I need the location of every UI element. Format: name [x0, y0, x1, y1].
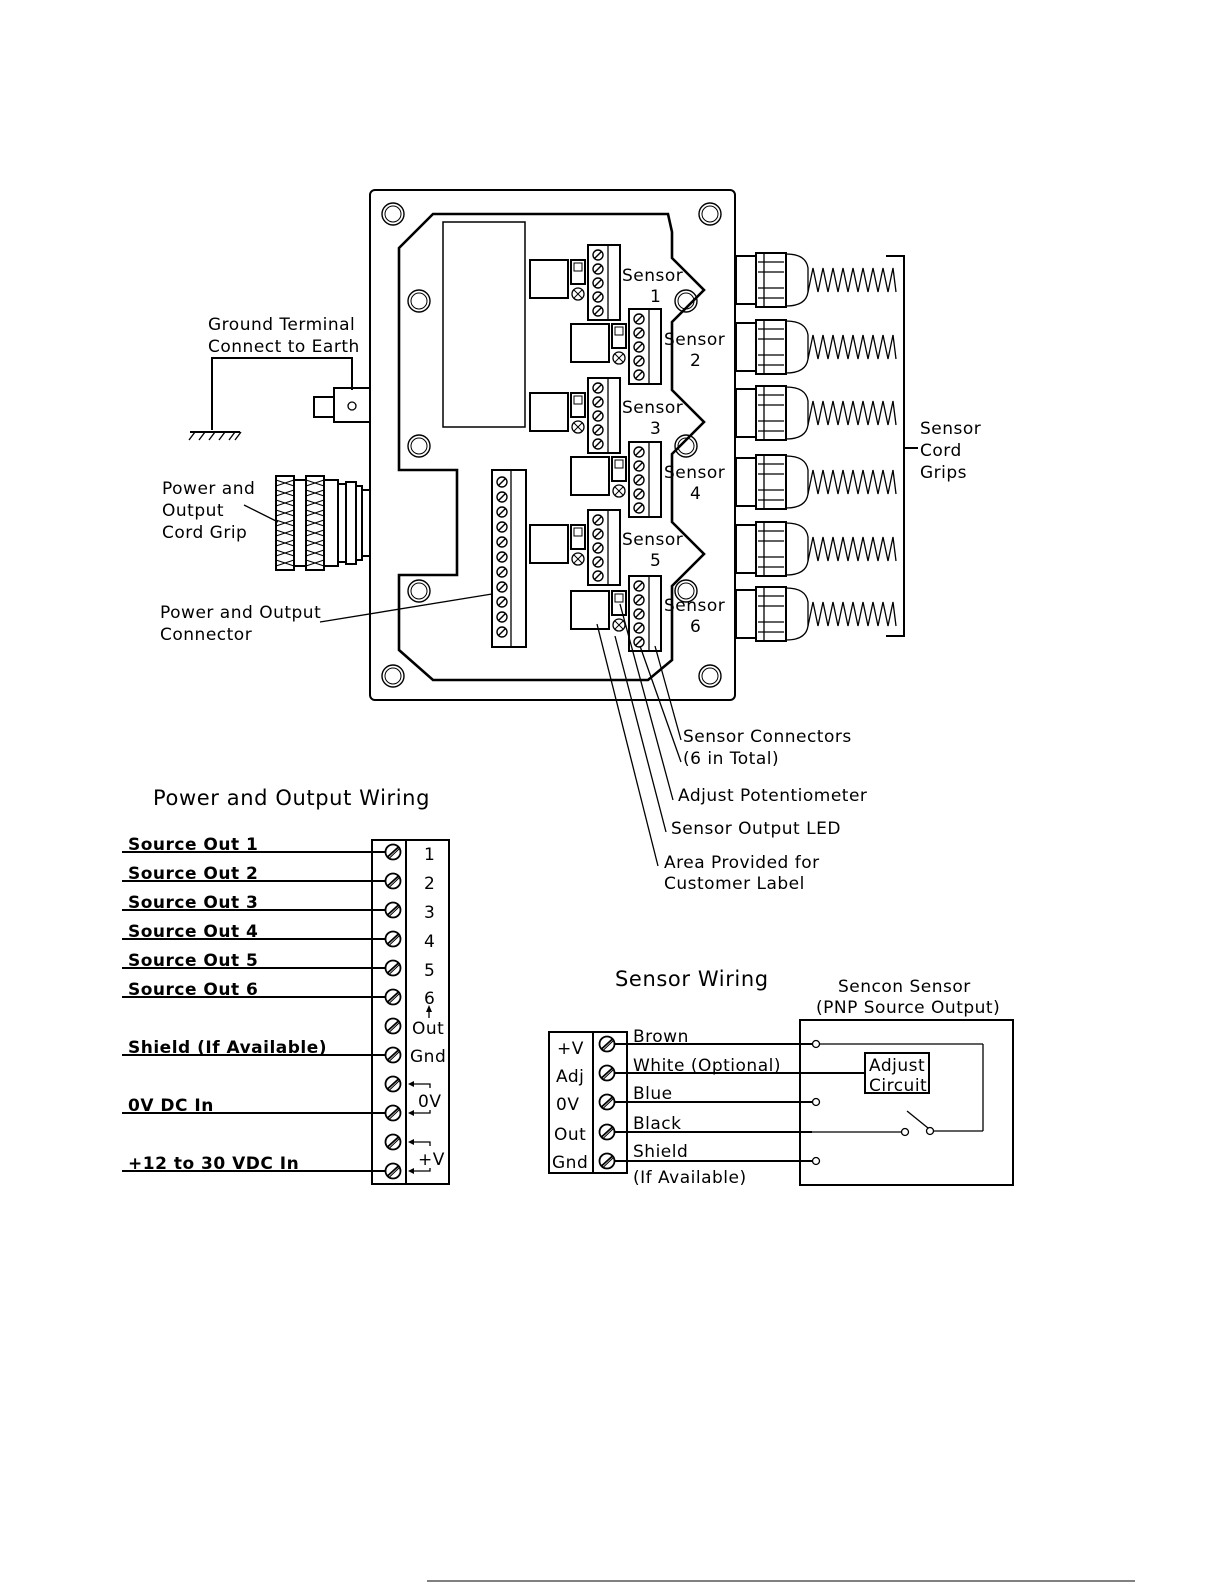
sensor-num-4: 4: [690, 484, 701, 504]
sensor-title-2: (PNP Source Output): [816, 998, 1000, 1018]
wire-white: White (Optional): [633, 1056, 781, 1076]
mount-hole-icon: [698, 664, 722, 688]
terminal-gnd: Gnd: [410, 1047, 446, 1067]
sensor-label-4: Sensor: [664, 463, 725, 483]
cord-grips-label-3: Grips: [920, 463, 967, 483]
sensor-label-1: Sensor: [622, 266, 683, 286]
sensor-terminal-0v: 0V: [556, 1095, 579, 1115]
terminal-2: 2: [424, 874, 435, 894]
wire-black: Black: [633, 1114, 682, 1134]
sensor-num-5: 5: [650, 551, 661, 571]
terminal-1: 1: [424, 845, 435, 865]
sensor-label-6: Sensor: [664, 596, 725, 616]
power-grip-label-1: Power and: [162, 479, 255, 499]
wire-0v-dc-in: 0V DC In: [128, 1096, 214, 1116]
callout-pot: Adjust Potentiometer: [678, 786, 867, 806]
wire-source-out-6: Source Out 6: [128, 980, 258, 1000]
ground-label-1: Ground Terminal: [208, 315, 355, 335]
wire-source-out-4: Source Out 4: [128, 922, 258, 942]
wire-blue: Blue: [633, 1084, 673, 1104]
sensor-label-5: Sensor: [622, 530, 683, 550]
screw-hole-icon: [407, 434, 431, 458]
sensor-label-3: Sensor: [622, 398, 683, 418]
terminal-plus-v: +V: [418, 1150, 445, 1170]
callout-leaders: [596, 603, 682, 867]
terminal-0v: 0V: [418, 1092, 441, 1112]
power-conn-label-2: Connector: [160, 625, 252, 645]
power-conn-label-1: Power and Output: [160, 603, 321, 623]
ground-label-2: Connect to Earth: [208, 337, 360, 357]
callout-connectors-1: Sensor Connectors: [683, 727, 852, 747]
sensor-cord-grips: [736, 253, 918, 641]
wire-brown: Brown: [633, 1027, 689, 1047]
callout-area-2: Customer Label: [664, 874, 805, 894]
adjust-label-2: Circuit: [869, 1076, 927, 1096]
sensor-terminal-plus-v: +V: [557, 1039, 584, 1059]
wire-12-30-vdc-in: +12 to 30 VDC In: [128, 1154, 299, 1174]
power-output-wiring: Power and Output Wiring Source Out 1 Sou…: [122, 786, 450, 1185]
sensor-labels: Sensor 1 Sensor 2 Sensor 3 Sensor 4 Sens…: [622, 266, 725, 637]
sensor-title-1: Sencon Sensor: [838, 977, 971, 997]
sensor-num-3: 3: [650, 419, 661, 439]
wire-shield-sensor: Shield: [633, 1142, 688, 1162]
callout-area-1: Area Provided for: [664, 853, 820, 873]
cord-grips-label-2: Cord: [920, 441, 962, 461]
power-grip-label-2: Output: [162, 501, 224, 521]
customer-label-area: [442, 221, 526, 428]
terminal-out: Out: [412, 1019, 444, 1039]
sensor-num-6: 6: [690, 617, 701, 637]
wire-source-out-2: Source Out 2: [128, 864, 258, 884]
sensor-terminal-gnd: Gnd: [552, 1153, 588, 1173]
enclosure: Sensor 1 Sensor 2 Sensor 3 Sensor 4 Sens…: [160, 189, 981, 894]
screw-hole-icon: [407, 289, 431, 313]
power-grip-label-3: Cord Grip: [162, 523, 247, 543]
power-cord-grip: [275, 475, 371, 571]
terminal-3: 3: [424, 903, 435, 923]
mount-hole-icon: [381, 664, 405, 688]
callout-connectors-2: (6 in Total): [683, 749, 779, 769]
terminal-5: 5: [424, 961, 435, 981]
adjust-circuit-box: [864, 1052, 930, 1094]
sensor-num-2: 2: [690, 351, 701, 371]
power-wiring-title: Power and Output Wiring: [153, 786, 430, 810]
shield-note: (If Available): [633, 1168, 747, 1188]
cord-grips-label-1: Sensor: [920, 419, 981, 439]
mount-hole-icon: [381, 202, 405, 226]
sensor-label-2: Sensor: [664, 330, 725, 350]
sencon-sensor-box: [799, 1019, 1014, 1186]
sensor-terminal-adj: Adj: [556, 1067, 584, 1087]
ground-terminal: [188, 357, 371, 441]
wire-source-out-5: Source Out 5: [128, 951, 258, 971]
terminal-6: 6: [424, 989, 435, 1009]
wire-shield: Shield (If Available): [128, 1038, 327, 1058]
power-output-connector: [491, 469, 527, 648]
adjust-label-1: Adjust: [869, 1056, 925, 1076]
wire-source-out-1: Source Out 1: [128, 835, 258, 855]
callout-led: Sensor Output LED: [671, 819, 841, 839]
sensor-wiring-title: Sensor Wiring: [615, 967, 769, 991]
sensor-wiring: Sensor Wiring Sencon Sensor (PNP Source …: [548, 967, 1014, 1188]
sensor-terminal-out: Out: [554, 1125, 586, 1145]
terminal-4: 4: [424, 932, 435, 952]
wire-source-out-3: Source Out 3: [128, 893, 258, 913]
sensor-num-1: 1: [650, 287, 661, 307]
screw-hole-icon: [407, 579, 431, 603]
mount-hole-icon: [698, 202, 722, 226]
